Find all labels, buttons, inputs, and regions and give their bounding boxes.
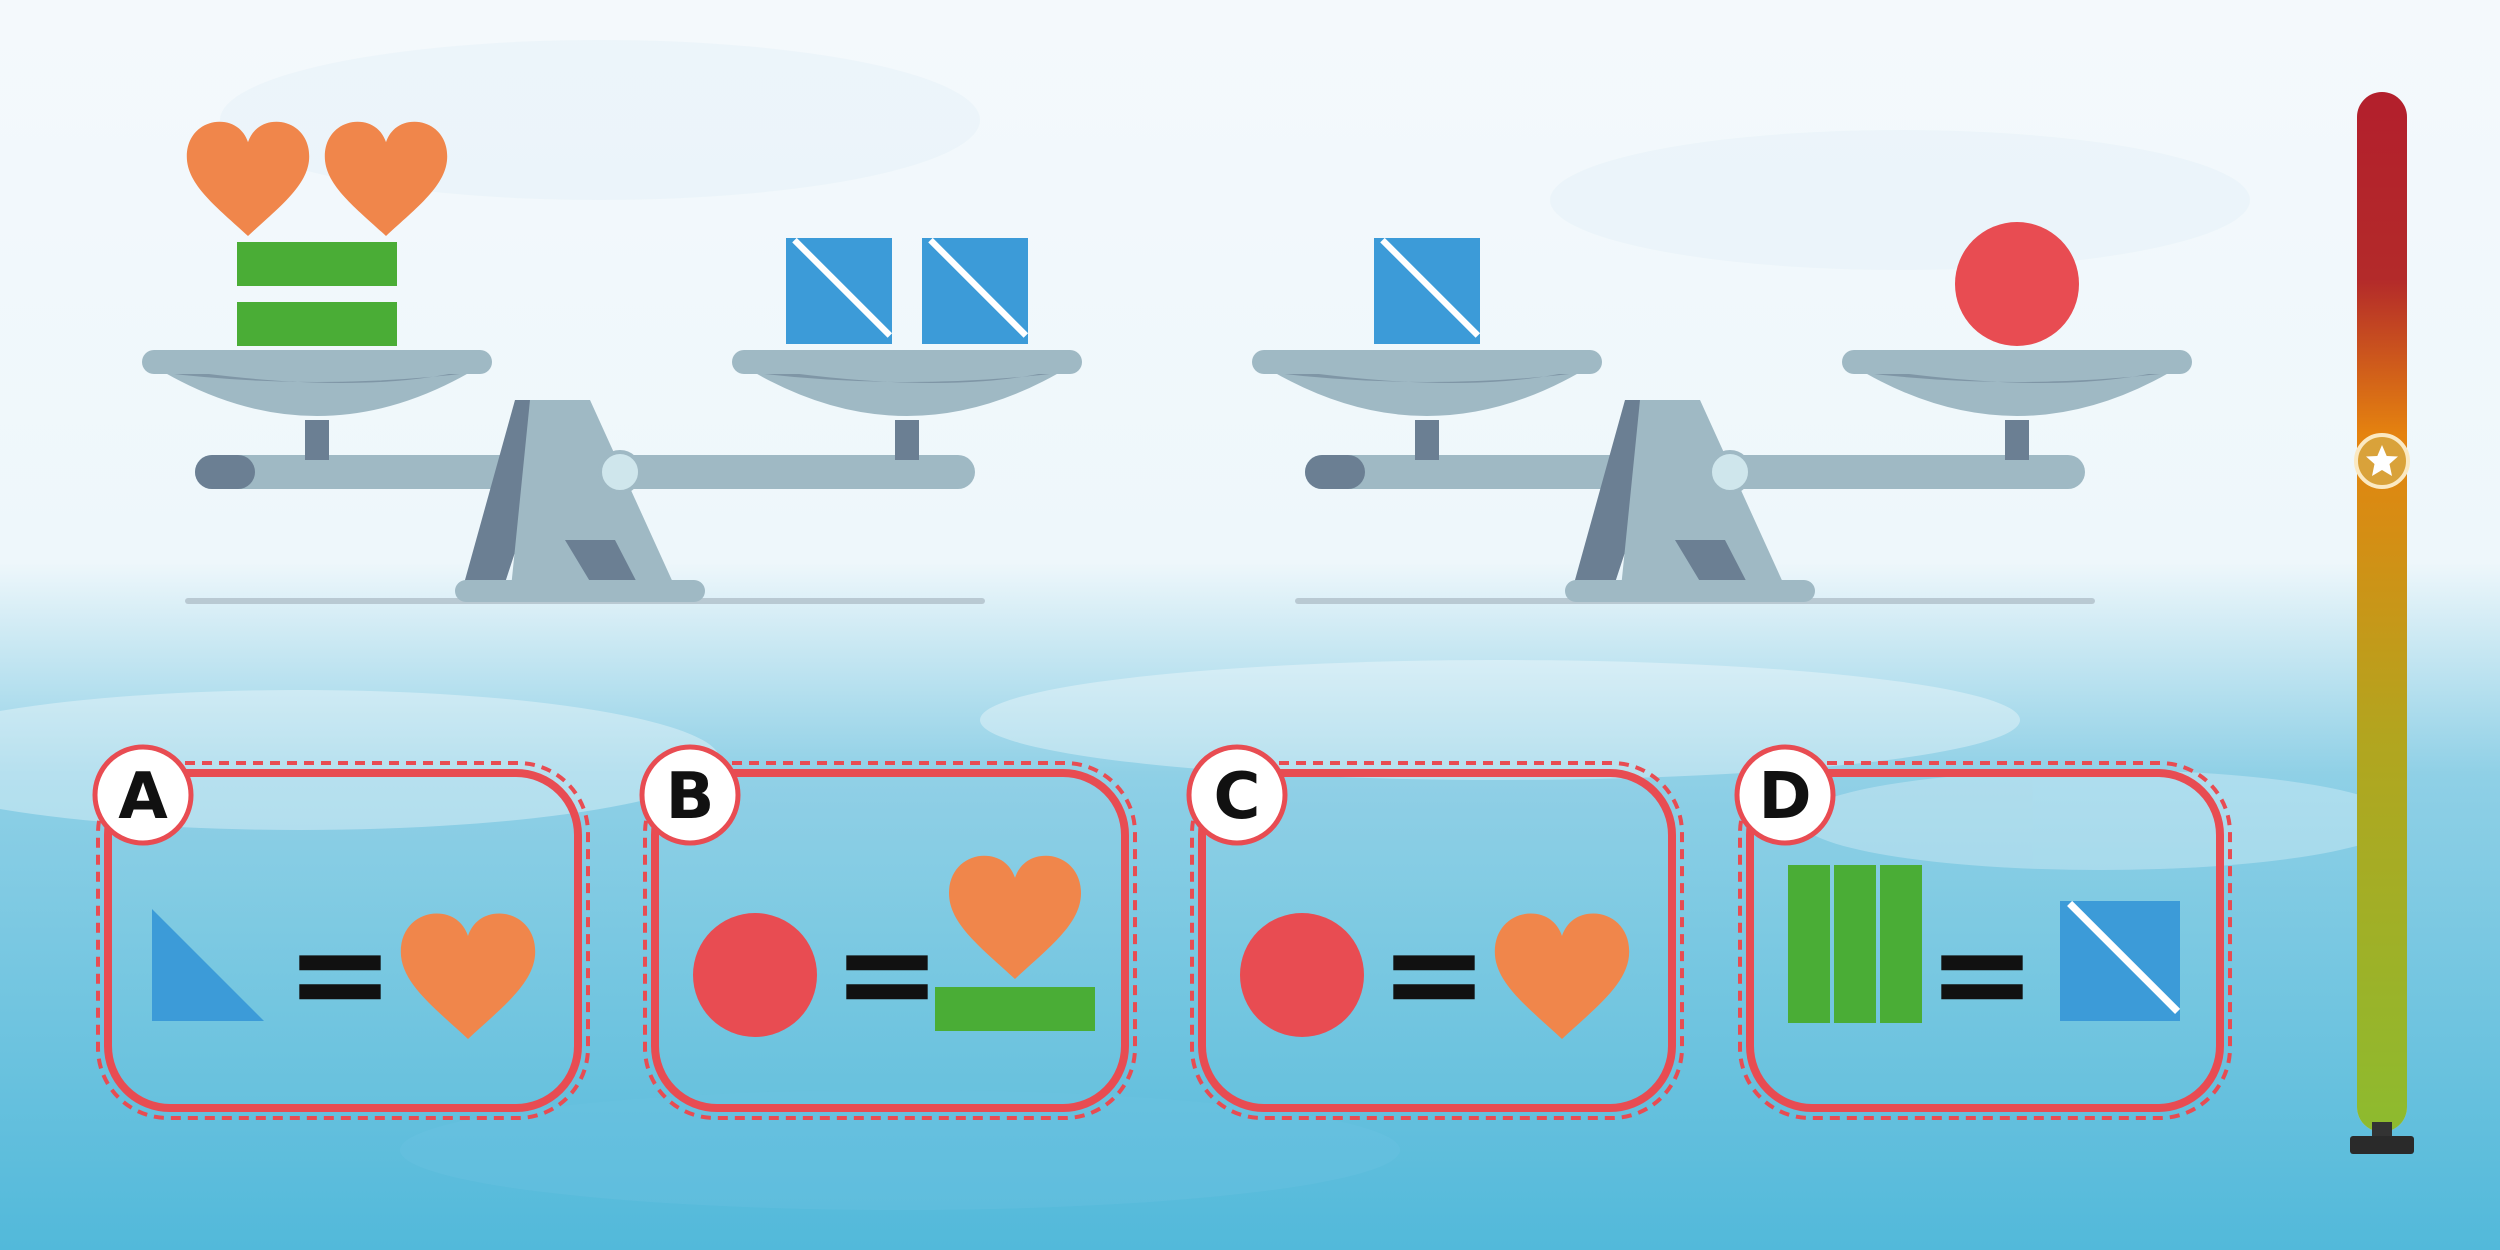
option-d[interactable]: D= [1734,744,2232,1120]
heart-icon [400,913,536,1039]
scale-pan [142,350,492,416]
option-c[interactable]: C= [1186,744,1684,1120]
bar-pair-icon [237,242,397,346]
option-dashed-border [96,761,590,1120]
split-square-icon [922,237,1029,344]
scale-items [1374,222,2079,346]
heart-icon [324,121,448,236]
triangle-icon [152,909,264,1021]
timer-fill [2357,92,2407,1132]
option-side [1788,865,1922,1023]
timer-bar [2350,92,2414,1154]
heart-icon [1494,913,1630,1039]
circle-icon [1955,222,2079,346]
option-letter-badge [92,744,194,846]
option-dashed-border [1190,761,1684,1120]
option-side [935,855,1095,1031]
option-card [651,769,1129,1112]
option-side [2060,900,2181,1021]
option-side [1240,913,1364,1037]
option-b[interactable]: B= [639,744,1137,1120]
equals-sign: = [1928,897,2037,1049]
equals-sign: = [286,897,395,1049]
equals-sign: = [833,897,942,1049]
option-side [693,913,817,1037]
answer-options: A=B=C=D= [92,744,2232,1120]
option-a[interactable]: A= [92,744,590,1120]
scale-items [186,121,1029,346]
option-dashed-border [1738,761,2232,1120]
timer-stand-base [2350,1136,2414,1154]
option-card [104,769,582,1112]
option-side [152,909,264,1021]
balance-scale-2 [1252,222,2192,604]
equals-sign: = [1380,897,1489,1049]
heart-icon [186,121,310,236]
option-card [1746,769,2224,1112]
balance-scale-1 [142,121,1082,604]
option-letter-badge [1734,744,1836,846]
option-letter: A [118,760,168,834]
three-bars-icon [1788,865,1922,1023]
option-card [1198,769,1676,1112]
option-letter: D [1758,760,1811,834]
balance-scales [142,121,2192,604]
bar-icon [935,987,1095,1031]
option-side [1494,913,1630,1039]
option-dashed-border [643,761,1137,1120]
option-letter-badge [1186,744,1288,846]
background-texture [0,40,2400,1210]
scale-pan [1252,350,1602,416]
circle-icon [1240,913,1364,1037]
option-letter-badge [639,744,741,846]
scale-pan [1842,350,2192,416]
option-letter: B [666,760,715,834]
scale-pan [732,350,1082,416]
option-letter: C [1214,760,1261,834]
split-square-icon [1374,237,1481,344]
split-square-icon [2060,900,2181,1021]
split-square-icon [786,237,893,344]
circle-icon [693,913,817,1037]
option-side [400,913,536,1039]
heart-icon [949,855,1081,979]
star-icon [2354,433,2410,489]
